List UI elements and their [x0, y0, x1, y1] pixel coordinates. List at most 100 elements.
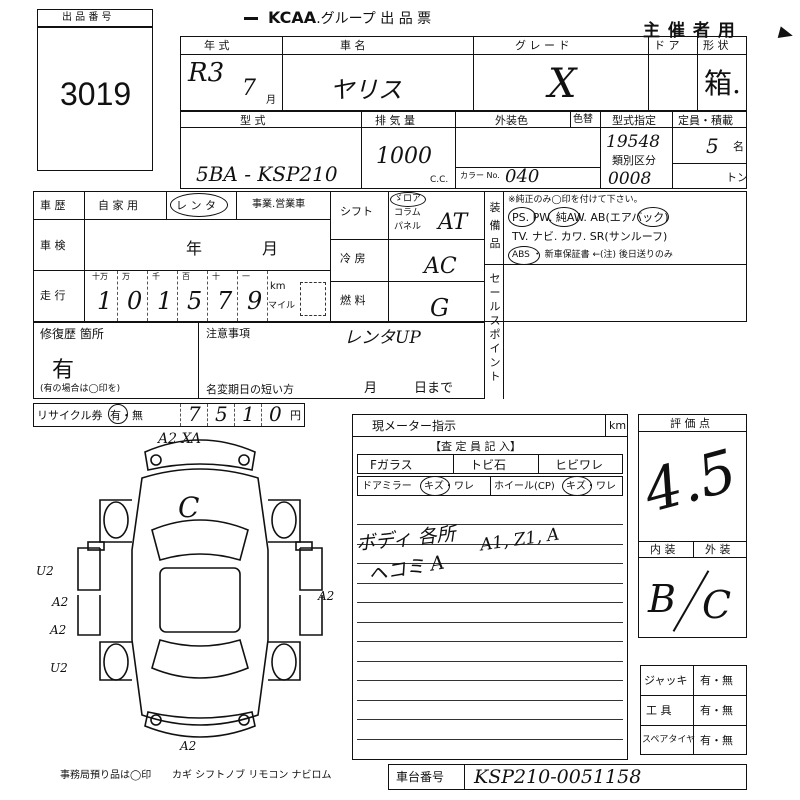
windshield [151, 519, 249, 562]
inspection-year-unit: 年 [186, 239, 203, 258]
name-change-day-unit: 日まで [414, 381, 454, 396]
recycle-unit: 円 [290, 409, 301, 422]
sales-point-label: セールスポイント [489, 272, 501, 383]
category-value: 0008 [608, 169, 652, 189]
mileage-place-label: 十 [212, 272, 220, 281]
meter-ruled-line [357, 563, 623, 564]
inspection-month-unit: 月 [262, 239, 279, 258]
fuel-label: 燃 料 [340, 294, 366, 307]
chassis-value: KSP210-0051158 [474, 766, 642, 788]
right-rear-door [299, 595, 323, 636]
inspection-label: 車 検 [40, 239, 66, 252]
mileage-place-label: 十万 [92, 272, 108, 281]
wheel-front-left [103, 501, 129, 539]
door-mirror-label: ドアミラー [362, 481, 412, 492]
model-value: 5BA - KSP210 [196, 162, 338, 186]
displacement-value: 1000 [376, 144, 432, 169]
interior-grade: B [648, 577, 676, 621]
rating-label: 評 価 点 [670, 417, 710, 430]
title-brand-mark [244, 17, 258, 20]
equip-ps-circle [508, 207, 536, 227]
shift-label: シフト [340, 205, 373, 218]
kizu-1-circle [420, 476, 450, 496]
right-mirror [295, 541, 313, 551]
equipment-note: ※純正のみ◯印を付けて下さい。 [508, 195, 643, 205]
left-front-fender [99, 499, 132, 543]
meter-ruled-line [357, 660, 623, 662]
mileage-digit: 7 [217, 287, 233, 315]
meter-ruled-line [357, 524, 623, 525]
meter-frame [352, 414, 628, 760]
exterior-grade: C [702, 583, 732, 627]
ac-value: AC [424, 254, 457, 279]
recycle-selected-circle [108, 404, 128, 424]
damage-mark-right: A2 [318, 589, 335, 603]
damage-mark-roof: C [178, 491, 200, 524]
history-option-business: 事業.営業車 [252, 199, 306, 210]
jack-option: 有・無 [700, 674, 733, 687]
repair-note: (有の場合は◯印を) [40, 384, 121, 394]
car-name-value: ヤリス [330, 76, 402, 104]
shape-value: 箱. [704, 67, 741, 100]
exterior-color-label: 外装色 [495, 114, 528, 127]
meter-ruled-line [357, 719, 623, 720]
name-change-label: 名変期日の短い方 [206, 383, 294, 396]
recycle-digit: 5 [215, 402, 228, 426]
left-front-door [77, 547, 101, 591]
grade-value: X [548, 61, 577, 107]
title-brand: KCAA.グループ 出 品 票 [244, 8, 431, 28]
damage-mark-left-3: A2 [50, 623, 67, 637]
load-unit: トン [726, 171, 748, 184]
f-glass-label: Fガラス [370, 458, 413, 472]
tools-option: 有・無 [700, 704, 733, 717]
meter-ruled-line [357, 543, 623, 545]
recycle-label: リサイクル券 [37, 409, 103, 422]
meter-ruled-line [357, 680, 623, 681]
front-lamp-right [238, 454, 250, 466]
jack-label: ジャッキ [644, 674, 688, 687]
chassis-frame [388, 764, 747, 790]
front-lamp-left [150, 454, 162, 466]
mileage-place-label: 一 [242, 272, 250, 281]
mileage-place-label: 百 [182, 272, 190, 281]
recycle-digit-cell: 5 [207, 404, 234, 426]
shape-label: 形 状 [703, 39, 729, 52]
spare-label: スペアタイヤ [642, 735, 696, 745]
history-label: 車 歴 [40, 199, 66, 212]
shift-selected-circle [390, 192, 426, 207]
month-value: 7 [242, 76, 256, 101]
car-body-outline [131, 468, 269, 726]
equip-pw-circle [548, 207, 580, 227]
rear-lamp-right [238, 714, 250, 726]
model-label: 型 式 [240, 114, 266, 127]
roof [159, 567, 241, 633]
spare-option: 有・無 [700, 734, 733, 747]
damage-mark-left-4: U2 [50, 661, 68, 675]
meter-ruled-line [357, 738, 623, 740]
recycle-digit-cell: 0 [261, 404, 288, 426]
type-designation-label: 型式指定 [612, 114, 656, 127]
mileage-digit: 1 [157, 287, 173, 315]
mileage-unit-km: km [270, 281, 286, 292]
meter-ruled-line [357, 602, 623, 603]
mileage-digit: 0 [127, 287, 143, 315]
category-label: 類別区分 [612, 154, 656, 167]
color-change-label: 色替 [573, 114, 593, 125]
tools-label: 工 具 [646, 704, 672, 717]
type-designation-value: 19548 [606, 132, 661, 152]
mileage-digit: 5 [187, 287, 203, 315]
rear-bumper [144, 711, 256, 738]
front-bumper [144, 439, 256, 471]
title-rest: .グループ 出 品 票 [316, 11, 432, 27]
rear-lamp-left [150, 714, 162, 726]
hibiware-label: ヒビワレ [555, 458, 604, 472]
car-name-label: 車 名 [340, 39, 366, 52]
ac-label: 冷 房 [340, 252, 366, 265]
capacity-unit: 名 [733, 140, 744, 153]
year-value: R3 [188, 58, 225, 88]
left-rear-door [77, 595, 101, 636]
